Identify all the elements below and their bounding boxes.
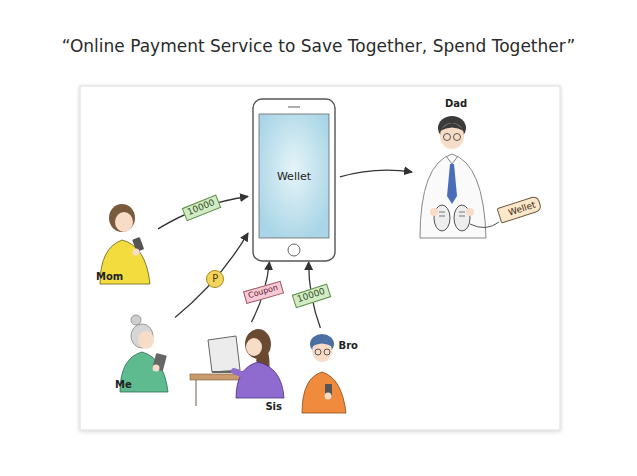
bro-node: Bro [298, 328, 358, 413]
me-node: Me [115, 312, 175, 392]
mom-node: Mom [96, 196, 158, 284]
sis-figure [190, 329, 284, 406]
panel [80, 86, 560, 430]
flow-arrow [175, 233, 248, 317]
phone-speaker [288, 106, 300, 107]
wallet-phone: Wellet [248, 98, 340, 262]
dad-figure [420, 116, 499, 238]
node-name: Mom [96, 271, 123, 282]
node-name: Dad [412, 98, 500, 109]
node-name: Sis [265, 401, 282, 412]
point-coin: P [206, 270, 224, 288]
node-name: Bro [339, 340, 358, 351]
flow-arrow [340, 170, 412, 177]
node-name: Me [115, 379, 132, 390]
phone-button [288, 244, 300, 256]
sis-node: Sis [188, 322, 288, 412]
node-name: Wellet [248, 170, 340, 183]
diagram-title: “Online Payment Service to Save Together… [10, 36, 627, 56]
dad-node: Dad [412, 98, 500, 240]
